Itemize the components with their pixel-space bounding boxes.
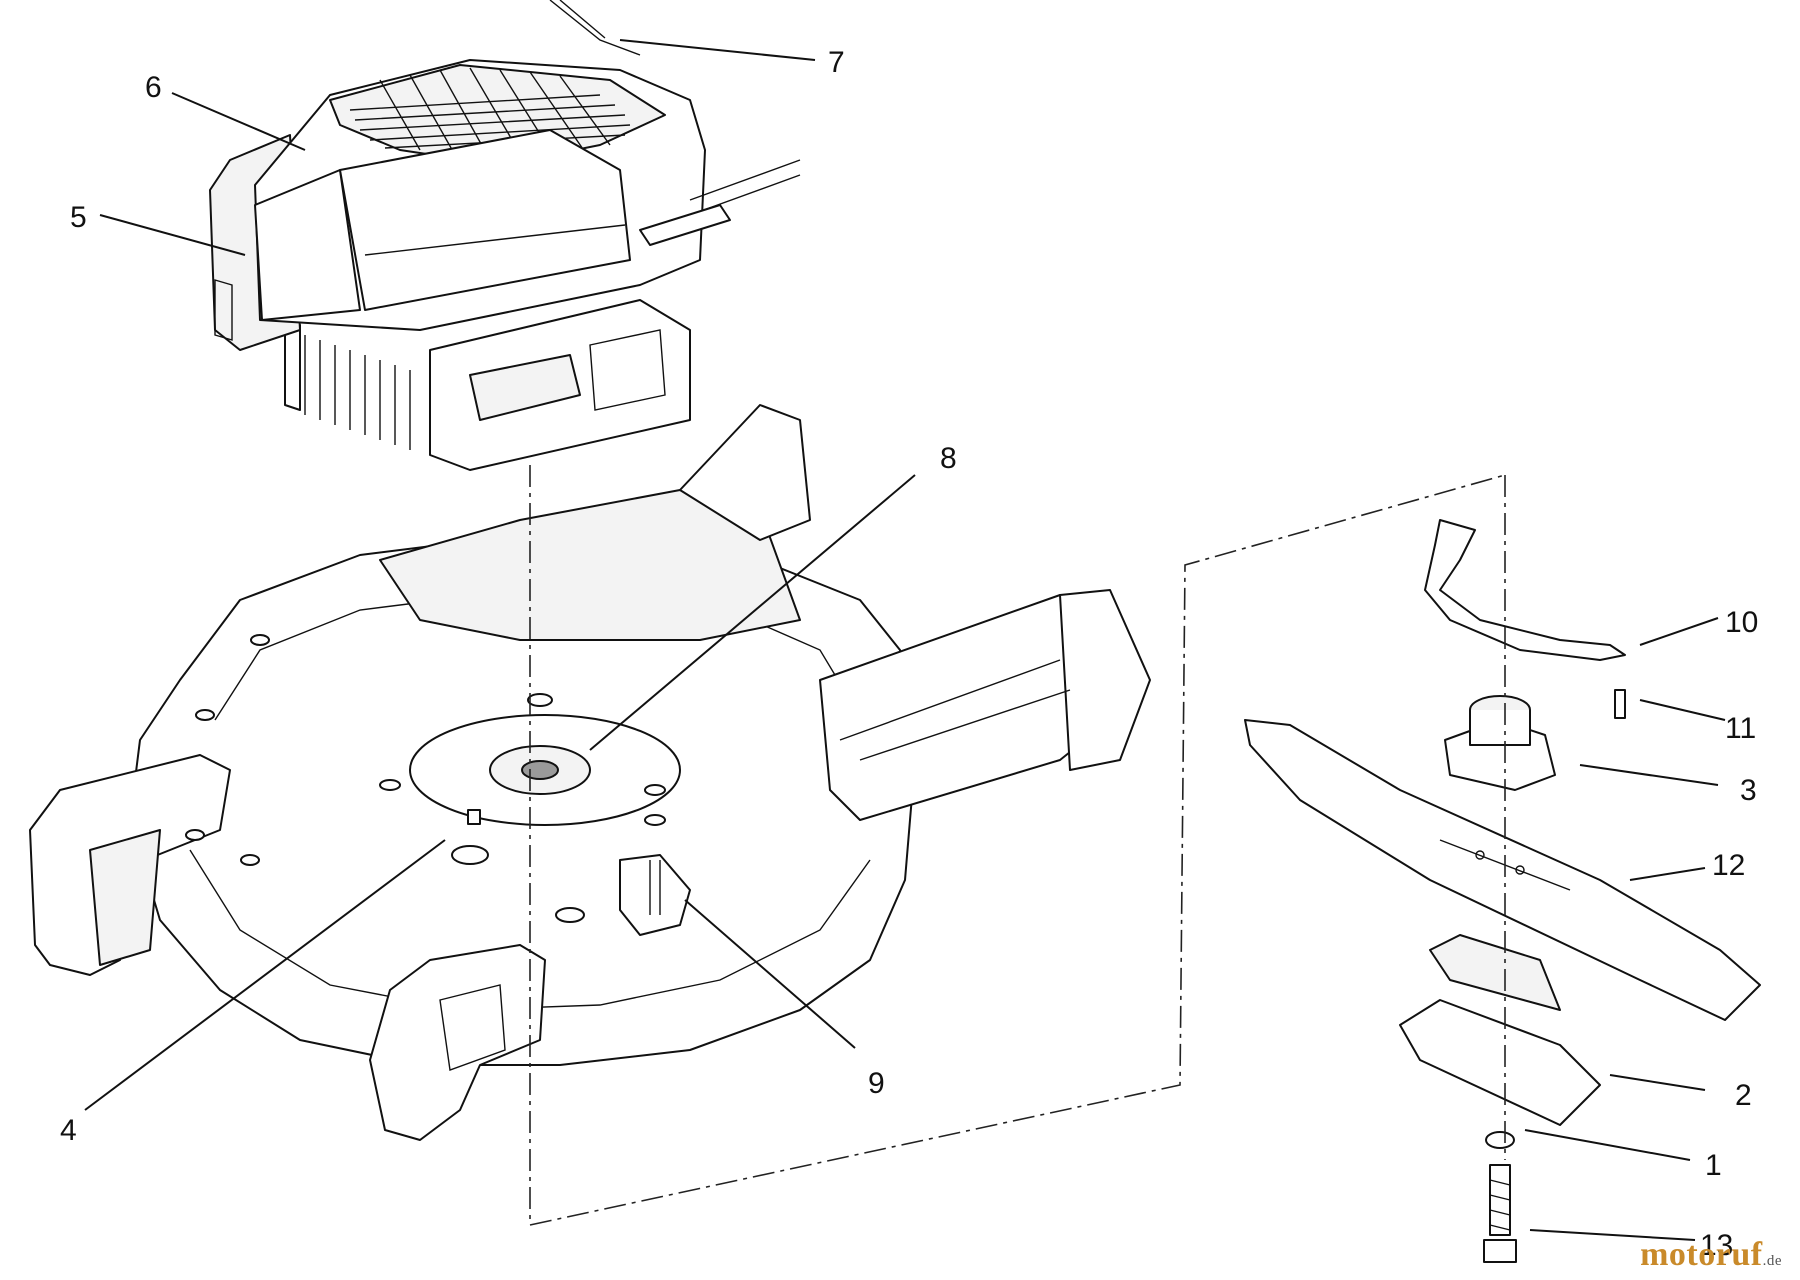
callout-13: 13 — [1700, 1229, 1733, 1262]
watermark-brand: motoruf — [1640, 1236, 1763, 1273]
blade-washer — [1485, 1131, 1515, 1149]
watermark-suffix: .de — [1762, 1253, 1782, 1269]
blade-assembly — [1244, 519, 1761, 1263]
callout-11: 11 — [1725, 712, 1756, 745]
engine-cooling-fins — [284, 319, 411, 450]
callout-8: 8 — [940, 442, 957, 475]
bracket-bolt — [1614, 689, 1626, 719]
engine-assembly — [209, 0, 801, 471]
callout-7: 7 — [828, 46, 845, 79]
exploded-view-centerlines — [529, 465, 1506, 1226]
callouts: 6 5 7 8 4 9 10 11 3 12 2 1 13 — [60, 46, 1758, 1262]
callout-10: 10 — [1725, 606, 1758, 639]
callout-5: 5 — [70, 201, 87, 234]
control-cable — [549, 0, 641, 56]
engine-front-panel — [254, 169, 361, 321]
blade-lift — [1399, 999, 1601, 1126]
blade-bolt — [1489, 1164, 1511, 1236]
callout-6: 6 — [145, 71, 162, 104]
deck-discharge-channel — [379, 489, 801, 641]
callout-12: 12 — [1712, 849, 1745, 882]
callout-3: 3 — [1740, 774, 1757, 807]
site-watermark-logo: motoruf.de — [1640, 1236, 1782, 1274]
deck-port-boss — [619, 854, 691, 936]
callout-2: 2 — [1735, 1079, 1752, 1112]
leader-lines — [84, 39, 1726, 1241]
callout-9: 9 — [868, 1067, 885, 1100]
mower-blade — [1244, 719, 1761, 1021]
mower-deck — [29, 404, 1151, 1141]
callout-1: 1 — [1705, 1149, 1722, 1182]
blade-stiffener-bracket — [1424, 519, 1626, 661]
callout-4: 4 — [60, 1114, 77, 1147]
